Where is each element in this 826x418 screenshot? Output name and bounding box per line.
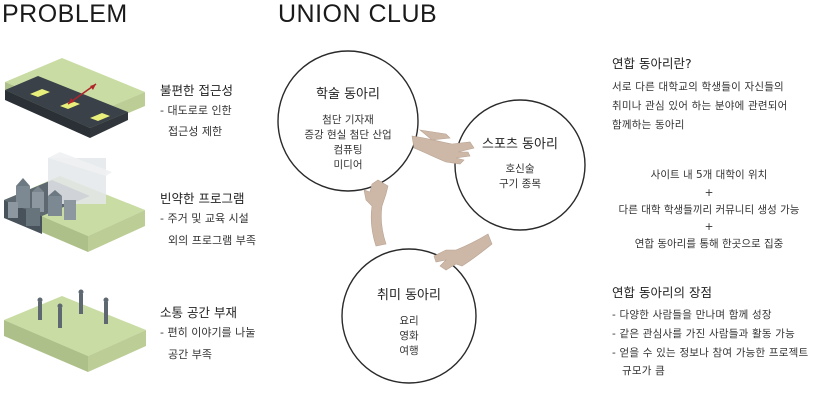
problem-1-heading: 불편한 접근성 [160,83,233,98]
handshake-top-hand [411,129,475,165]
academic-club-item: 컴퓨팅 [333,144,363,156]
problem-1-line-2: 접근성 제한 [168,125,223,138]
problem-2-heading: 빈약한 프로그램 [160,191,245,206]
academic-club-item: 첨단 기자재 [322,114,374,126]
problem-3-line-1: - 편히 이야기를 나눌 [160,326,256,339]
merit-item: - 다양한 사람들을 만나며 함께 성장 [612,309,772,321]
what-is-union-club-line: 서로 다른 대학교의 학생들이 자신들의 [612,81,784,93]
sports-club-item: 구기 종목 [499,178,541,190]
sports-club-title: 스포츠 동아리 [482,137,558,152]
academic-club-title: 학술 동아리 [316,87,380,102]
hand-reaching-from-sports [433,233,493,271]
what-is-union-club-line: 취미나 관심 있어 하는 분야에 관련되어 [612,100,788,112]
hobby-club-circle [341,248,477,384]
sports-club-item: 호신술 [505,163,535,175]
problem-2-line-1: - 주거 및 교육 시설 [160,212,249,225]
summary-plus: + [704,187,714,199]
merits-heading: 연합 동아리의 장점 [612,285,712,300]
summary-line: 다른 대학 학생들끼리 커뮤니티 생성 가능 [618,204,800,216]
problem-2-line-2: 외의 프로그램 부족 [168,234,256,247]
hobby-club-item: 영화 [399,330,419,342]
people-block-illustration [4,289,146,372]
hobby-club-title: 취미 동아리 [377,288,441,303]
hobby-club-item: 요리 [399,315,419,327]
academic-club-circle [277,50,419,192]
what-is-union-club-heading: 연합 동아리란? [612,56,692,71]
merit-item: - 같은 관심사를 가진 사람들과 활동 가능 [612,328,795,340]
problem-1-line-1: - 대도로로 인한 [160,104,232,117]
problem-3-heading: 소통 공간 부재 [160,305,237,320]
merit-item-continued: 규모가 큼 [622,365,665,377]
problem-3-line-2: 공간 부족 [168,348,212,361]
summary-line: 연합 동아리를 통해 한곳으로 집중 [634,238,784,250]
academic-club-item: 증강 현실 첨단 산업 [304,129,392,141]
academic-club-item: 미디어 [333,159,363,171]
problem-title: PROBLEM [2,0,128,28]
merit-item: - 얻을 수 있는 정보나 참여 가능한 프로젝트 [612,347,809,359]
hand-reaching-down-left [363,179,389,247]
summary-line: 사이트 내 5개 대학이 위치 [650,169,768,181]
hobby-club-item: 여행 [399,345,419,357]
summary-plus: + [704,221,714,233]
what-is-union-club-line: 함께하는 동아리 [612,119,685,131]
buildings-block-illustration [4,152,145,252]
sports-club-circle [454,99,586,231]
union-club-title: UNION CLUB [278,0,438,28]
road-block-illustration [5,58,145,138]
